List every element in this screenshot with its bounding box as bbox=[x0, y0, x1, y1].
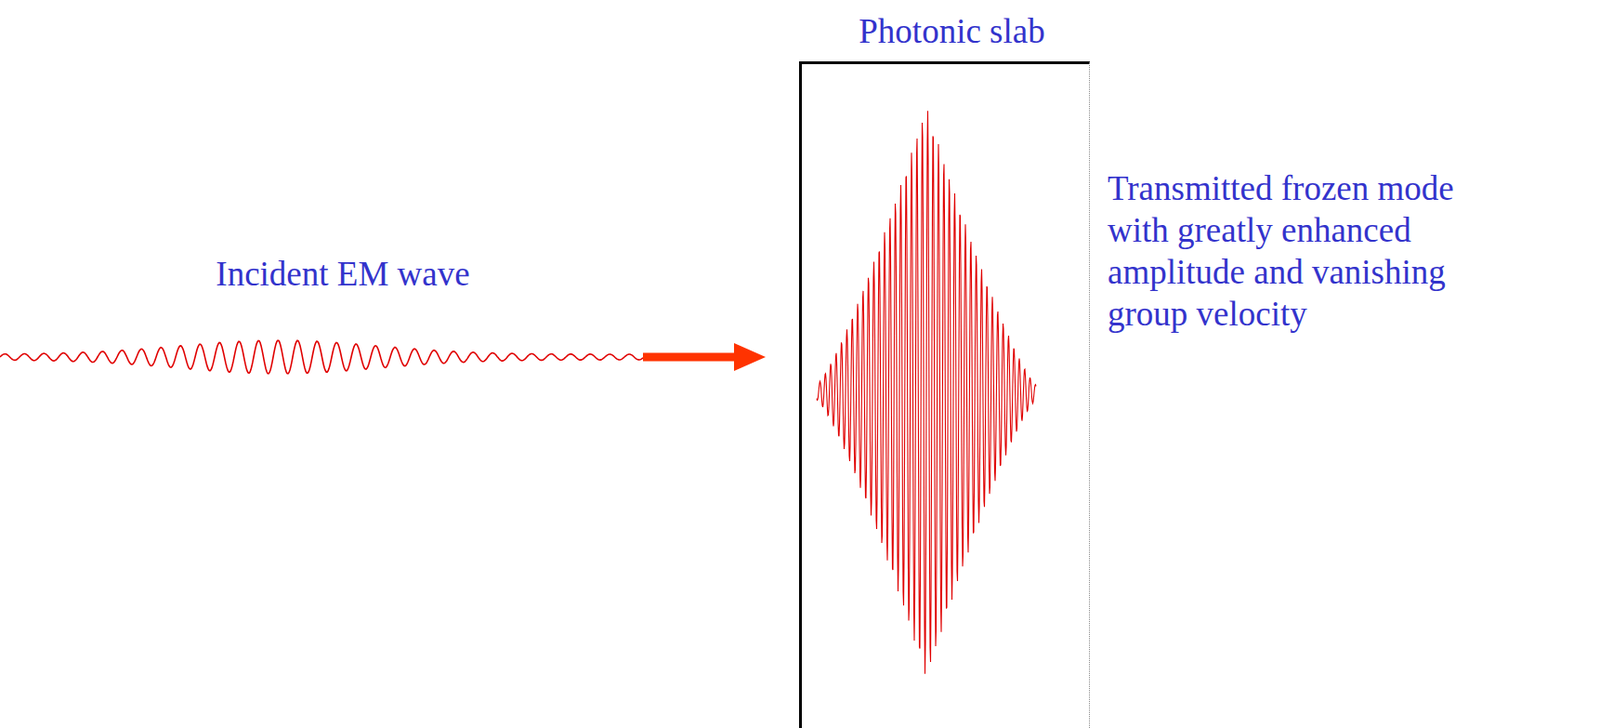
frozen-mode-wave bbox=[816, 110, 1037, 674]
incident-wave bbox=[0, 340, 643, 374]
incident-label: Incident EM wave bbox=[215, 252, 470, 295]
arrow-head bbox=[734, 342, 766, 371]
frozen-mode-label: Transmitted frozen mode with greatly enh… bbox=[1107, 167, 1460, 335]
photonic-slab: Photonic slab bbox=[799, 61, 1090, 728]
arrow-shaft bbox=[642, 353, 739, 362]
slab-heading: Photonic slab bbox=[858, 10, 1045, 53]
